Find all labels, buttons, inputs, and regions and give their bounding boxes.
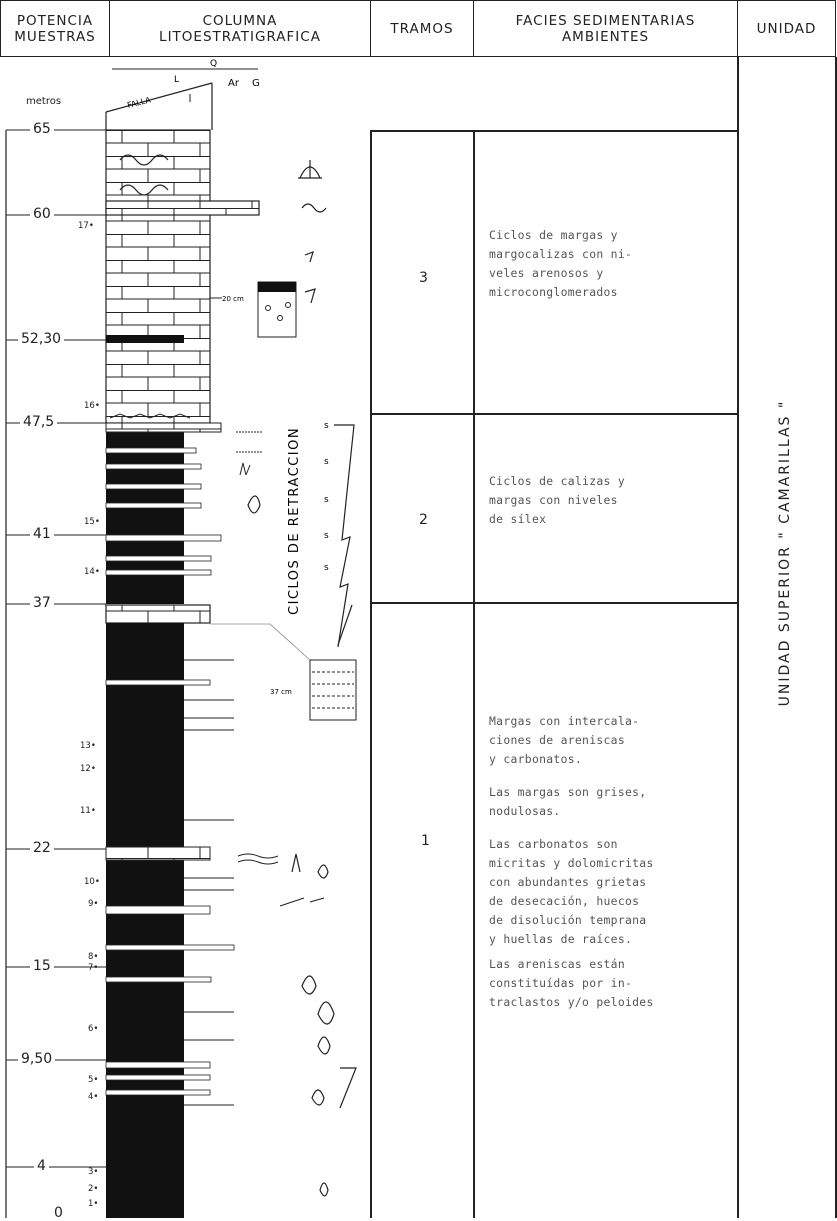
sample-17: 17• xyxy=(78,221,94,231)
tramos-right-border xyxy=(473,130,475,1218)
scale-tick-37: 37 xyxy=(30,595,54,611)
burrow-symbols xyxy=(302,976,316,994)
ciclos-retraccion-label: CICLOS DE RETRACCION xyxy=(287,427,302,615)
scale-tick-52-30: 52,30 xyxy=(18,331,64,347)
facies-tramo-1-c: Las carbonatos son micritas y dolomicrit… xyxy=(489,835,654,949)
sample-9: 9• xyxy=(88,899,98,909)
header-tramos: TRAMOS xyxy=(370,0,474,57)
wavy-symbol xyxy=(302,204,326,212)
scale-tick-47-5: 47,5 xyxy=(20,414,57,430)
scale-37cm-label: 37 cm xyxy=(270,688,292,696)
scale-tick-9-50: 9,50 xyxy=(18,1051,55,1067)
sample-8: 8• xyxy=(88,952,98,962)
facies-tramo-1-b: Las margas son grises, nodulosas. xyxy=(489,783,646,821)
limestone-upper xyxy=(106,130,210,423)
facies-tramo-1-a: Margas con intercala- ciones de arenisca… xyxy=(489,712,639,769)
dark-bed-52 xyxy=(106,335,184,343)
l-label: L xyxy=(174,75,179,85)
sample-6: 6• xyxy=(88,1024,98,1034)
header-unidad-label: UNIDAD xyxy=(757,21,817,37)
s-mark: s xyxy=(324,531,329,541)
bed-60 xyxy=(106,201,259,215)
sample-15: 15• xyxy=(84,517,100,527)
sample-4: 4• xyxy=(88,1092,98,1102)
s-mark: s xyxy=(324,457,329,467)
sample-13: 13• xyxy=(80,741,96,751)
sample-5: 5• xyxy=(88,1075,98,1085)
root-trace-symbol xyxy=(298,160,322,178)
tramo-2-number: 2 xyxy=(419,512,428,528)
sample-16: 16• xyxy=(84,401,100,411)
sample-14: 14• xyxy=(84,567,100,577)
tramo-3-number: 3 xyxy=(419,270,428,286)
fault-line xyxy=(106,83,212,112)
tramos-left-border xyxy=(370,130,372,1218)
scale-tick-65: 65 xyxy=(30,121,54,137)
tramo-2-bottom xyxy=(370,602,738,604)
s-mark: s xyxy=(324,563,329,573)
sample-2: 2• xyxy=(88,1184,98,1194)
facies-tramo-2: Ciclos de calizas y margas con niveles d… xyxy=(489,472,625,529)
cycle-arrows xyxy=(334,425,354,647)
header-facies: FACIES SEDIMENTARIAS AMBIENTES xyxy=(473,0,738,57)
q-label: Q xyxy=(210,59,217,69)
sample-10: 10• xyxy=(84,877,100,887)
falla-label: FALLA xyxy=(126,95,152,110)
unidad-right-border xyxy=(835,57,837,1218)
unidad-label: UNIDAD SUPERIOR " CAMARILLAS " xyxy=(777,383,793,723)
s-mark: s xyxy=(324,495,329,505)
limestone-22 xyxy=(106,847,210,860)
scale-tick-60: 60 xyxy=(30,206,54,222)
facies-right-border xyxy=(737,57,739,1218)
facies-tramo-3: Ciclos de margas y margocalizas con ni- … xyxy=(489,226,632,302)
scale-tick-22: 22 xyxy=(30,840,54,856)
sample-3: 3• xyxy=(88,1167,98,1177)
stratigraphic-column: FALLA Q L Ar G xyxy=(0,0,370,1218)
scale-unit-label: metros xyxy=(26,96,61,107)
s-mark: s xyxy=(324,421,329,431)
header-tramos-label: TRAMOS xyxy=(390,21,453,37)
header-facies-line1: FACIES SEDIMENTARIAS xyxy=(516,13,696,29)
tramo-3-top xyxy=(370,130,738,132)
scale-tick-15: 15 xyxy=(30,958,54,974)
sample-11: 11• xyxy=(80,806,96,816)
sample-1: 1• xyxy=(88,1199,98,1209)
sample-12: 12• xyxy=(80,764,96,774)
header-unidad: UNIDAD xyxy=(737,0,836,57)
scale-tick-4: 4 xyxy=(34,1158,49,1174)
g-label: G xyxy=(252,78,260,89)
detail-37cm-box xyxy=(310,660,356,720)
lamination-symbol xyxy=(238,854,278,864)
scale-20cm-label: 20 cm xyxy=(222,295,244,303)
header-facies-line2: AMBIENTES xyxy=(562,29,649,45)
scale-tick-41: 41 xyxy=(30,526,54,542)
tramo-3-bottom xyxy=(370,413,738,415)
marl-section-1 xyxy=(106,623,184,1218)
facies-tramo-1-d: Las areniscas están constituídas por in-… xyxy=(489,955,654,1012)
scale-tick-0: 0 xyxy=(54,1205,63,1221)
tramo-1-number: 1 xyxy=(421,833,430,849)
limestone-37 xyxy=(106,605,210,623)
ar-label: Ar xyxy=(228,78,240,89)
lens-symbol xyxy=(248,496,260,513)
sample-7: 7• xyxy=(88,963,98,973)
